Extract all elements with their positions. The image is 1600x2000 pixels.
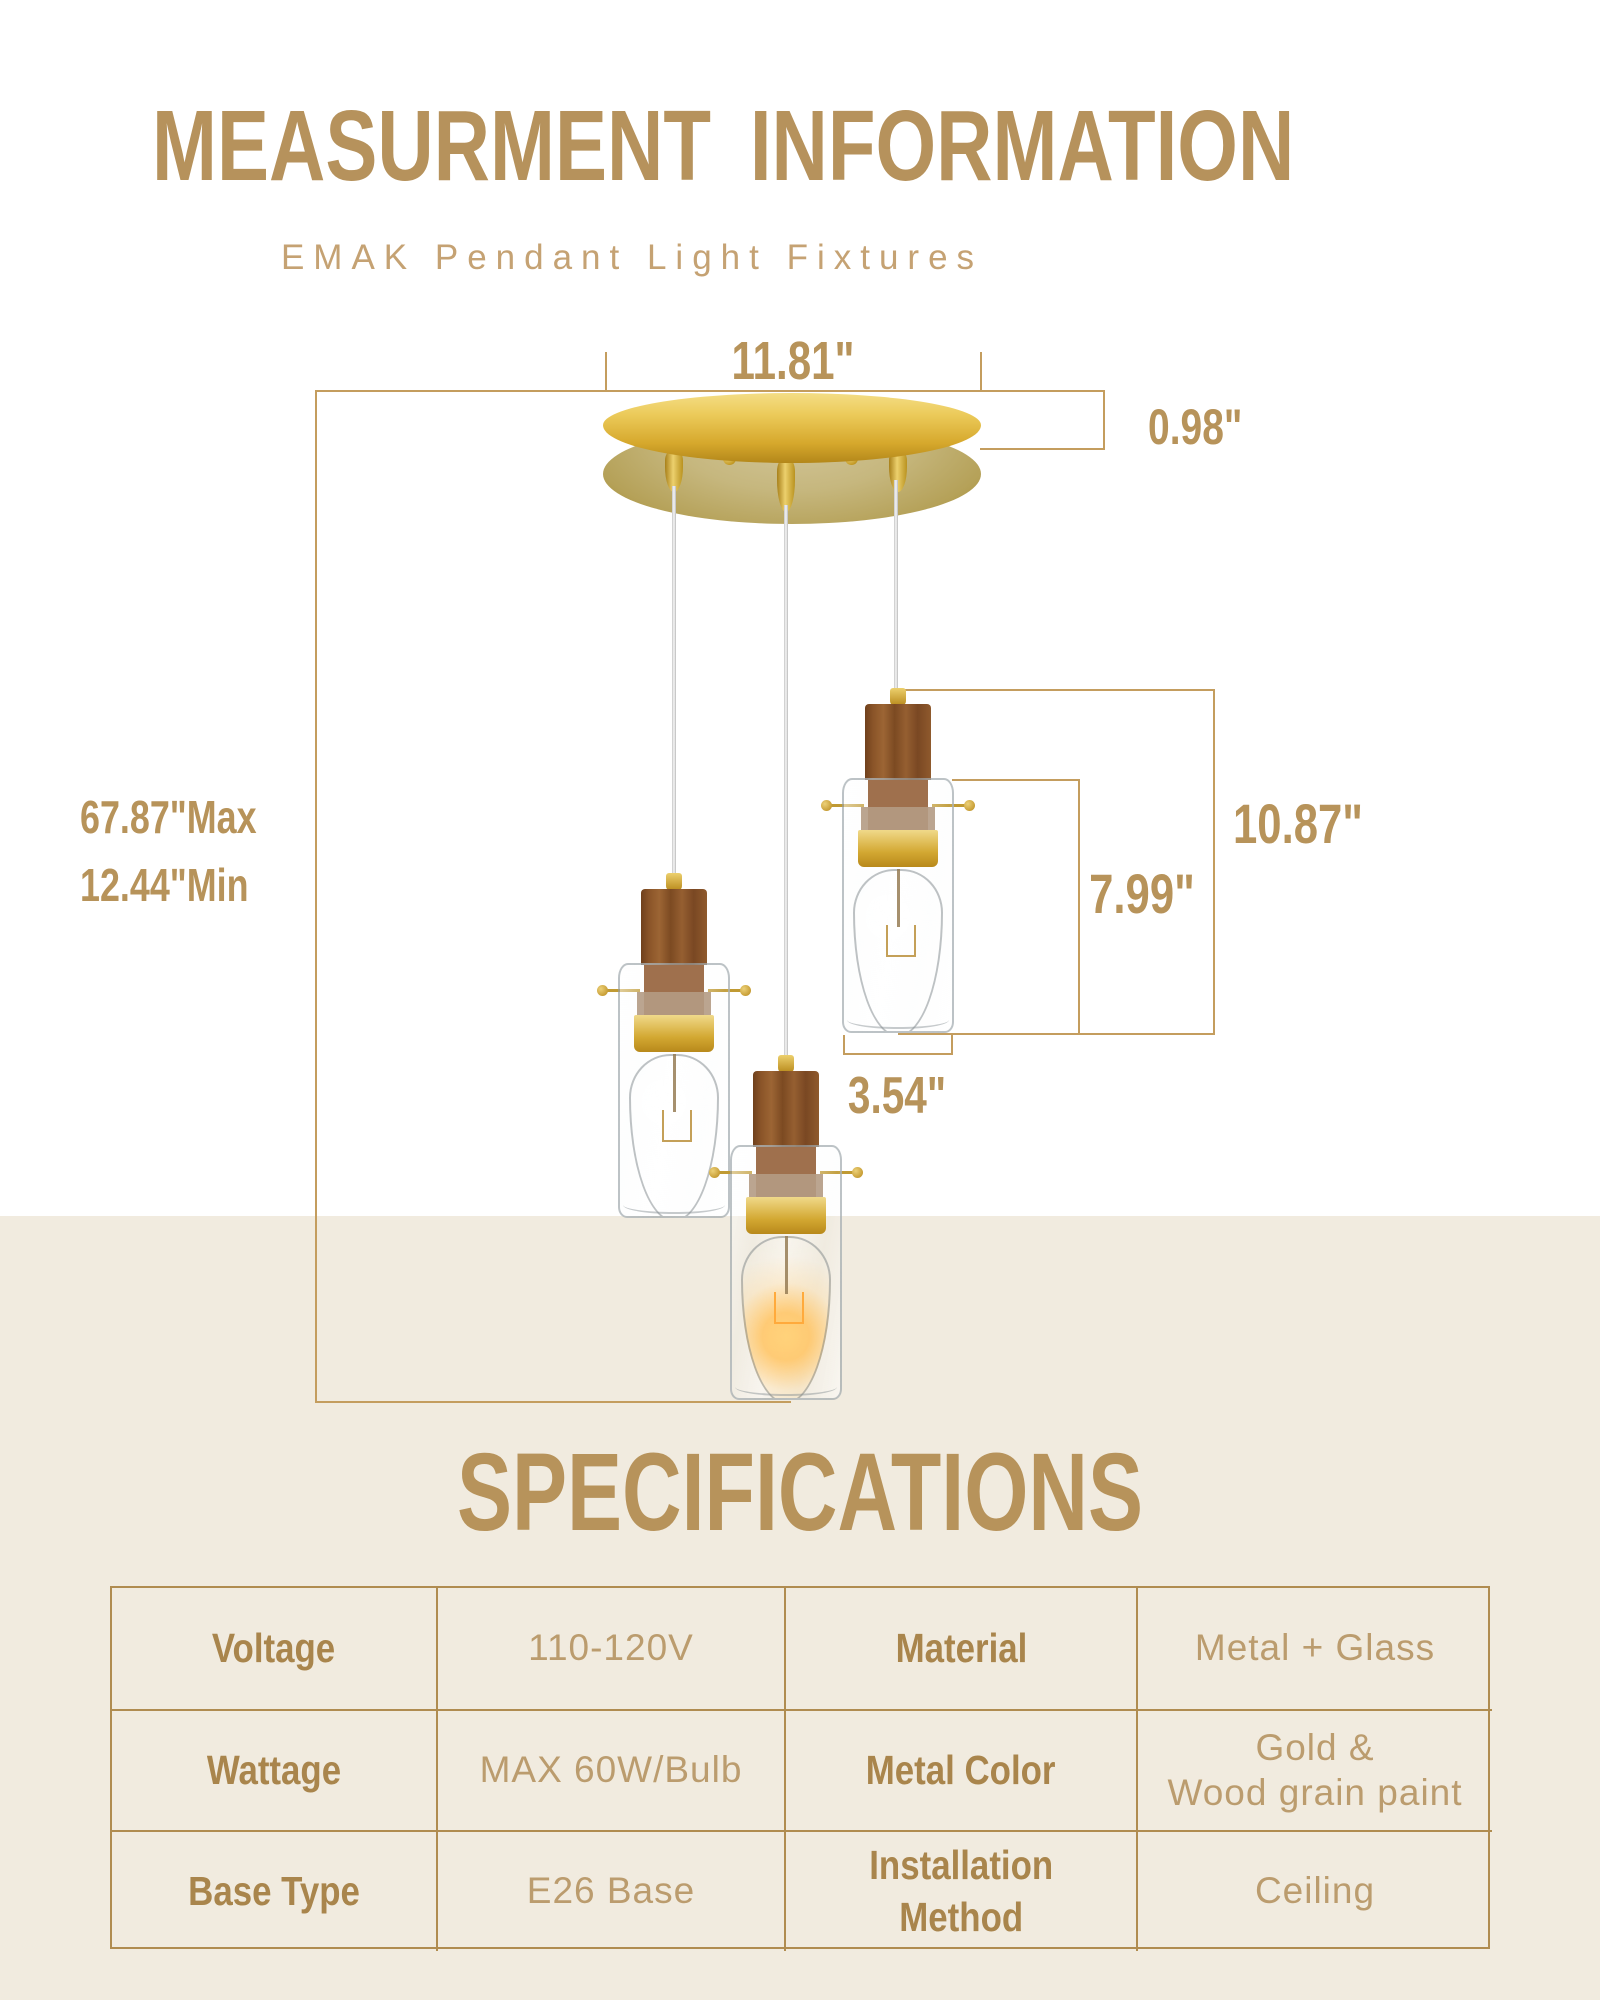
- wood-cap: [641, 889, 707, 965]
- dim-line-shade-width-bottom: [843, 1053, 953, 1055]
- dim-line-shade-height-top: [952, 779, 1080, 781]
- bulb-filament: [774, 1292, 804, 1324]
- wood-cap: [865, 704, 931, 780]
- screw-knob: [740, 985, 751, 996]
- dim-label-canopy-width: 11.81": [731, 331, 855, 391]
- specifications-title: SPECIFICATIONS: [456, 1431, 1144, 1554]
- table-cell-value: Gold & Wood grain paint: [1136, 1709, 1492, 1830]
- pendant-right: [821, 688, 975, 1040]
- table-cell-label: Material: [784, 1588, 1136, 1709]
- table-cell-value: MAX 60W/Bulb: [436, 1709, 784, 1830]
- brass-socket-band: [634, 1015, 714, 1052]
- table-cell-value: Metal + Glass: [1136, 1588, 1492, 1709]
- table-cell-label: Base Type: [112, 1830, 436, 1951]
- spec-value: Metal + Glass: [1194, 1627, 1436, 1669]
- spec-label: Metal Color: [866, 1746, 1056, 1793]
- bulb-filament: [662, 1110, 692, 1142]
- cord-grip: [778, 1055, 794, 1073]
- specifications-table: Voltage 110-120V Material Metal + Glass …: [110, 1586, 1492, 1951]
- dim-line-pendant-height-bottom: [898, 1033, 1215, 1035]
- dim-line-total-height-bottom: [315, 1401, 791, 1403]
- dim-line-pendant-height-top: [905, 689, 1215, 691]
- spec-value: Ceiling: [1254, 1870, 1376, 1912]
- canopy-cord-grip-right: [889, 450, 907, 492]
- spec-label: Voltage: [212, 1624, 336, 1671]
- cord-left: [672, 486, 676, 876]
- dim-label-height-min: 12.44"Min: [80, 859, 249, 911]
- screw-knob: [597, 985, 608, 996]
- dim-line-shade-width-left: [843, 1035, 845, 1055]
- dim-line-top-horizontal: [315, 390, 1103, 392]
- pendant-middle: [709, 1055, 863, 1407]
- socket-cover: [861, 807, 935, 833]
- spec-label: Base Type: [188, 1867, 360, 1914]
- spec-value: MAX 60W/Bulb: [479, 1749, 743, 1791]
- glass-shade: [730, 1145, 842, 1400]
- page-title: MEASURMENT INFORMATION: [152, 90, 1295, 202]
- cord-grip: [666, 873, 682, 891]
- bulb-stem: [897, 869, 900, 927]
- screw-knob: [709, 1167, 720, 1178]
- table-cell-label: Installation Method: [784, 1830, 1136, 1951]
- screw-knob: [964, 800, 975, 811]
- page-subtitle: EMAK Pendant Light Fixtures: [280, 238, 984, 277]
- table-cell-value: E26 Base: [436, 1830, 784, 1951]
- dim-label-shade-height: 7.99": [1089, 862, 1195, 925]
- table-cell-value: Ceiling: [1136, 1830, 1492, 1951]
- cord-middle: [784, 505, 788, 1058]
- screw-knob: [821, 800, 832, 811]
- glass-shade: [842, 778, 954, 1033]
- wood-cap: [753, 1071, 819, 1147]
- spec-label: Wattage: [206, 1746, 342, 1793]
- brass-socket-band: [858, 830, 938, 867]
- spec-value: Gold & Wood grain paint: [1167, 1727, 1463, 1813]
- screw-knob: [852, 1167, 863, 1178]
- dim-label-shade-width: 3.54": [847, 1067, 947, 1125]
- dim-line-shade-height-vertical: [1078, 779, 1080, 1035]
- dim-label-height-max: 67.87"Max: [80, 791, 257, 843]
- spec-label: Installation Method: [869, 1842, 1053, 1940]
- spec-value: 110-120V: [528, 1627, 694, 1669]
- dim-label-pendant-height: 10.87": [1232, 792, 1364, 855]
- table-cell-label: Voltage: [112, 1588, 436, 1709]
- dim-line-canopy-thickness-bottom: [980, 448, 1105, 450]
- dim-line-shade-width-right: [951, 1035, 953, 1055]
- bulb-stem: [673, 1054, 676, 1112]
- brass-socket-band: [746, 1197, 826, 1234]
- cord-grip: [890, 688, 906, 706]
- table-cell-label: Metal Color: [784, 1709, 1136, 1830]
- dim-line-total-height-vertical: [315, 390, 317, 1403]
- dim-line-pendant-height-vertical: [1213, 689, 1215, 1035]
- dim-label-canopy-thickness: 0.98": [1148, 399, 1243, 455]
- socket-cover: [749, 1174, 823, 1200]
- canopy-plate: [603, 393, 981, 463]
- cord-right: [894, 480, 898, 691]
- socket-cover: [637, 992, 711, 1018]
- bulb-filament: [886, 925, 916, 957]
- glass-shade: [618, 963, 730, 1218]
- table-cell-value: 110-120V: [436, 1588, 784, 1709]
- dim-line-canopy-thickness-vertical: [1103, 390, 1105, 450]
- bulb-stem: [785, 1236, 788, 1294]
- spec-label: Material: [895, 1624, 1027, 1671]
- canopy-cord-grip-middle: [777, 458, 795, 512]
- spec-value: E26 Base: [526, 1870, 696, 1912]
- dim-tick-canopy-right: [980, 352, 982, 392]
- canopy-cord-grip-left: [665, 450, 683, 492]
- dim-tick-canopy-left: [605, 352, 607, 392]
- table-cell-label: Wattage: [112, 1709, 436, 1830]
